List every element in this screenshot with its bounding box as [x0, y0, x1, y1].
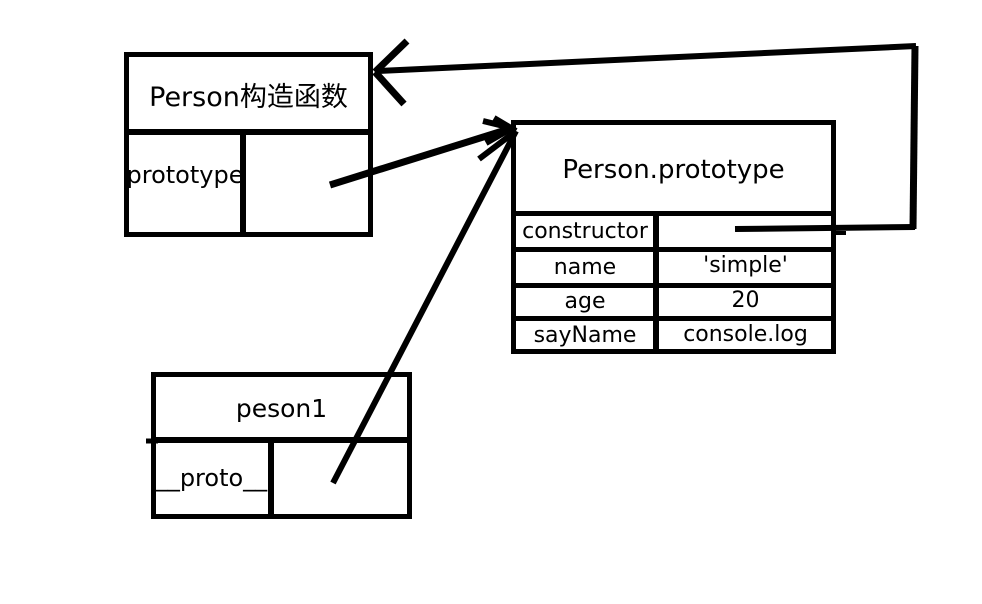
- proto-row-key-age: age: [564, 288, 606, 314]
- node-person-constructor[interactable]: [124, 52, 373, 237]
- person-prototype-title: Person.prototype: [562, 155, 785, 185]
- proto-row-value-sayname: console.log: [683, 322, 808, 347]
- person-column-divider: [240, 132, 246, 237]
- proto-row-divider-4: [511, 316, 836, 321]
- person-constructor-title: Person构造函数: [149, 81, 348, 113]
- peson1-title: peson1: [235, 393, 328, 423]
- proto-row-value-constructor: [659, 214, 832, 248]
- person-row-key-prototype: prototype: [126, 161, 244, 189]
- proto-row-divider-1: [511, 211, 836, 216]
- proto-row-divider-3: [511, 283, 836, 288]
- peson1-header-divider: [151, 437, 412, 443]
- node-peson1[interactable]: [151, 372, 412, 519]
- proto-row-value-name: 'simple': [703, 252, 788, 278]
- proto-row-key-name: name: [553, 254, 617, 280]
- person-header-divider: [124, 129, 373, 135]
- proto-row-key-sayname: sayName: [533, 323, 637, 348]
- node-person-prototype[interactable]: [511, 120, 836, 354]
- peson1-row-key-proto: __proto__: [155, 464, 268, 492]
- peson1-column-divider: [268, 440, 274, 519]
- proto-column-divider: [653, 214, 659, 354]
- proto-row-divider-2: [511, 247, 836, 252]
- proto-row-key-constructor: constructor: [522, 218, 648, 244]
- proto-row-value-age: 20: [731, 287, 760, 313]
- connector-constructor-to-person: [372, 38, 919, 232]
